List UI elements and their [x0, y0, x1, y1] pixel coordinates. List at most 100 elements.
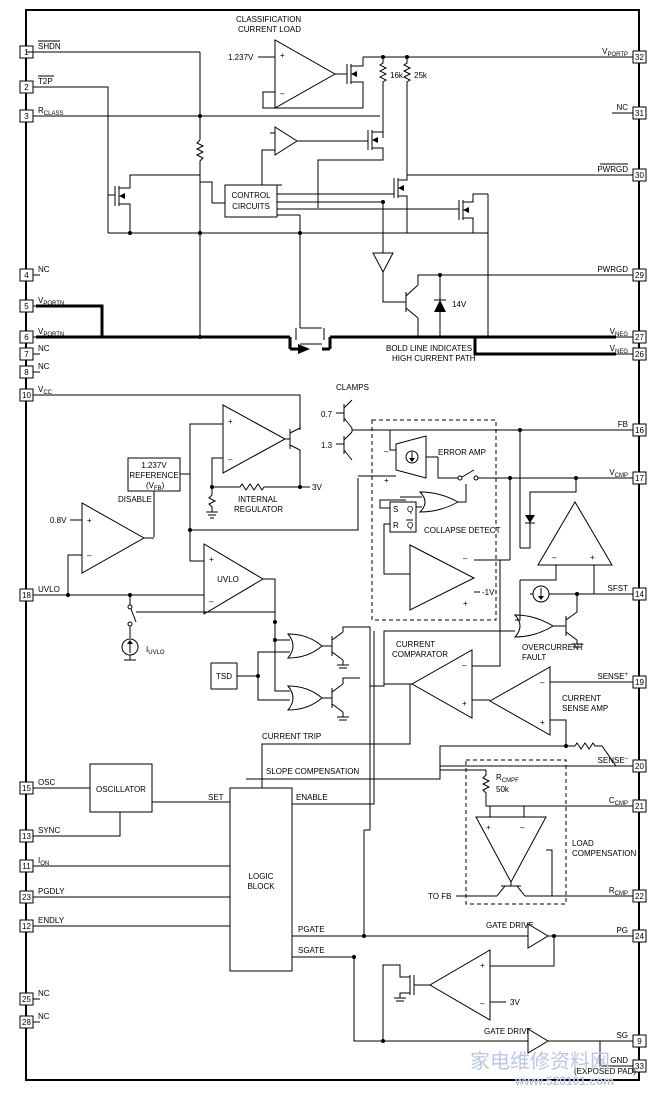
- label-reference: REFERENCE: [129, 471, 178, 480]
- svg-text:–: –: [87, 551, 92, 560]
- pin-label: NC: [38, 344, 50, 353]
- pin-label: NC: [38, 1012, 50, 1021]
- load-comp-amp: [475, 816, 547, 884]
- class-mosfet: [346, 58, 364, 108]
- gate-driver-pg: [527, 923, 549, 949]
- svg-text:+: +: [540, 718, 545, 727]
- classification-amp: [274, 39, 337, 109]
- label-pgate: PGATE: [298, 925, 325, 934]
- zener-14v: [434, 275, 446, 337]
- tsd-box: [210, 662, 238, 690]
- watermark-text: 家电维修资料网: [470, 1049, 610, 1073]
- svg-text:–: –: [462, 661, 467, 670]
- uvlo-comparator: [203, 543, 264, 615]
- reference-box: [127, 457, 181, 492]
- label-logic: LOGIC: [249, 872, 274, 881]
- pin-number: 21: [635, 802, 644, 811]
- resistor-25k: [402, 57, 412, 90]
- pin-label: VCC: [38, 385, 53, 396]
- pin-number: 4: [24, 271, 29, 280]
- pin-number: 13: [22, 832, 31, 841]
- svg-text:+: +: [87, 516, 92, 525]
- watermark-url: www.520101.com: [514, 1074, 614, 1088]
- gate-monitor-amp: [429, 949, 491, 1021]
- pin-label: FB: [618, 420, 628, 429]
- sfst-section: – + OVERCURRENT FAULT: [370, 478, 616, 687]
- label-gate-drive-2: GATE DRIVE: [484, 1027, 532, 1036]
- pin-4: 4NC: [19, 265, 50, 282]
- sfst-amp: [537, 501, 613, 566]
- label-internal: INTERNAL: [238, 495, 278, 504]
- internal-regulator-amp: [222, 404, 287, 474]
- pwrgd-mosfet: [393, 175, 408, 233]
- regulator-section: + – 3V INTERNAL REGULATOR 1.237V REFEREN…: [36, 394, 359, 595]
- svg-text:–: –: [463, 554, 468, 563]
- pin-label: OSC: [38, 778, 56, 787]
- label-1p3: 1.3: [321, 441, 333, 450]
- pin-number: 28: [22, 1018, 31, 1027]
- label-rcmpf: R: [496, 773, 502, 782]
- resistor-16k: [378, 57, 388, 90]
- pin-8: 8NC: [19, 362, 50, 379]
- classification-section: CLASSIFICATION CURRENT LOAD + – 1.237V 1…: [26, 15, 616, 363]
- label-error-amp: ERROR AMP: [438, 448, 486, 457]
- pin-label: VCMP: [609, 468, 628, 479]
- label-exposed-pad: (EXPOSED PAD): [574, 1067, 636, 1076]
- label-control: CONTROL: [231, 191, 271, 200]
- pin-label: SHDN: [38, 42, 61, 51]
- label-uvlo-amp: UVLO: [217, 575, 239, 584]
- label-s: S: [393, 505, 398, 514]
- label-gate-drive-1: GATE DRIVE: [486, 921, 534, 930]
- svg-text:+: +: [384, 476, 389, 485]
- pin-label: RCMP: [609, 886, 628, 897]
- label-ref-1237: 1.237V: [141, 461, 167, 470]
- svg-text:RCMPF: RCMPF: [496, 773, 519, 784]
- pin-number: 31: [635, 109, 644, 118]
- pin-number: 33: [635, 1062, 644, 1071]
- label-regulator: REGULATOR: [234, 505, 283, 514]
- current-sense-amp: [488, 666, 551, 736]
- pin-label: NC: [616, 103, 628, 112]
- pin-label: PWRGD: [597, 265, 628, 274]
- label-enable: ENABLE: [296, 793, 328, 802]
- pwrgd-buffer: [372, 252, 394, 274]
- svg-text:(VFB): (VFB): [146, 481, 165, 492]
- collapse-region: [371, 419, 497, 621]
- label-fault: FAULT: [522, 653, 546, 662]
- or-gate-2: [286, 685, 323, 711]
- svg-text:+: +: [228, 417, 233, 426]
- error-amp-section: CLAMPS 0.7 1.3 – + ERROR AMP: [321, 383, 616, 621]
- label-1237v: 1.237V: [228, 53, 254, 62]
- label-q: Q: [407, 505, 413, 514]
- pin-label: UVLO: [38, 585, 60, 594]
- collapse-or-gate: [418, 491, 460, 513]
- t2p-mosfet: [114, 174, 200, 233]
- label-load: LOAD: [572, 839, 594, 848]
- pin-label: SENSE–: [598, 756, 629, 765]
- pin-label: VPORTN: [38, 296, 64, 307]
- pin-label: PGDLY: [38, 887, 65, 896]
- svg-text:–: –: [552, 553, 557, 562]
- label-3v-a: 3V: [312, 483, 322, 492]
- svg-text:+: +: [209, 555, 214, 564]
- pin-label: VNEG: [610, 344, 629, 355]
- pin-number: 6: [24, 333, 29, 342]
- svg-text:+: +: [463, 599, 468, 608]
- label-oscillator: OSCILLATOR: [96, 785, 146, 794]
- pin-label: NC: [38, 989, 50, 998]
- label-high-current: HIGH CURRENT PATH: [392, 354, 476, 363]
- label-3v-b: 3V: [510, 998, 520, 1007]
- pin-number: 14: [635, 590, 644, 599]
- label-current-comp1: CURRENT: [396, 640, 435, 649]
- svg-text:+: +: [590, 553, 595, 562]
- pin-label: SENSE+: [597, 672, 628, 681]
- label-sgate: SGATE: [298, 946, 325, 955]
- pin-number: 2: [24, 83, 29, 92]
